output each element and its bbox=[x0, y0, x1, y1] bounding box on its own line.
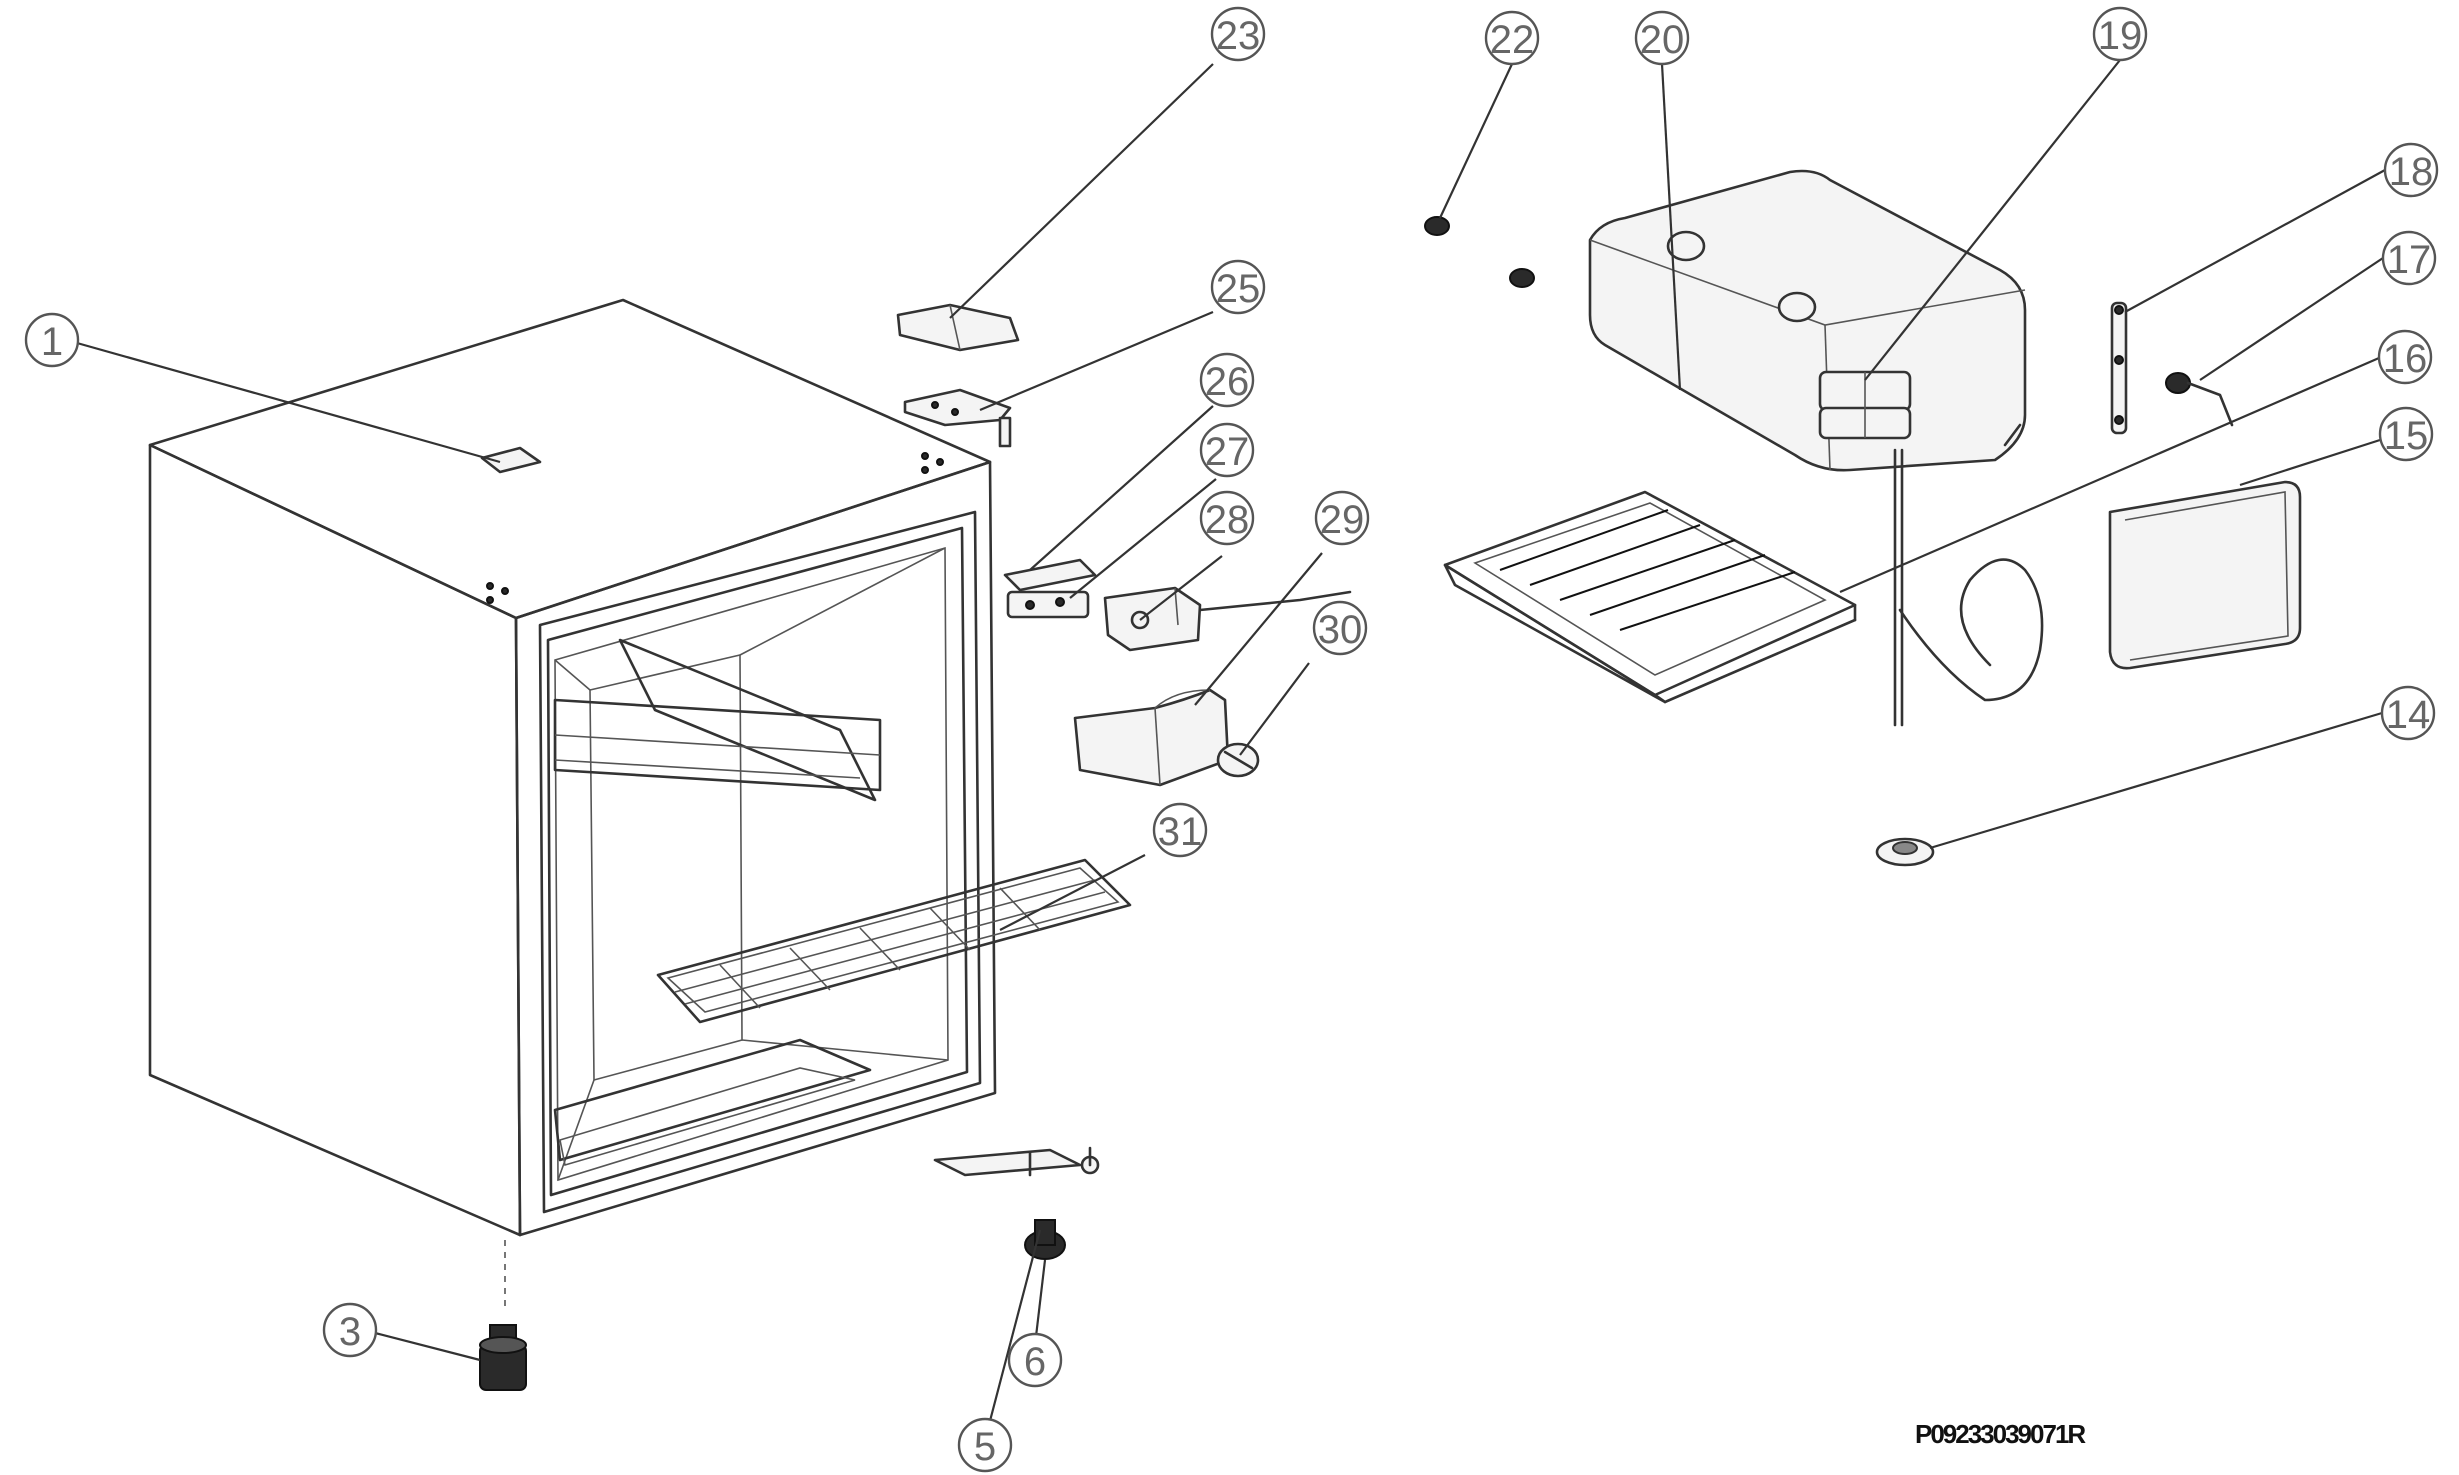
callout-30: 30 bbox=[1312, 600, 1368, 656]
callout-15: 15 bbox=[2378, 406, 2434, 462]
wire-shelf bbox=[656, 858, 1132, 1024]
thermostat-knob bbox=[1216, 742, 1260, 778]
callout-label: 19 bbox=[2098, 14, 2143, 58]
callout-3: 3 bbox=[322, 1302, 378, 1358]
hinge-foot bbox=[1024, 1219, 1066, 1260]
callout-27: 27 bbox=[1199, 422, 1255, 478]
callout-label: 17 bbox=[2387, 238, 2432, 282]
callout-label: 1 bbox=[41, 320, 63, 364]
callout-label: 14 bbox=[2386, 693, 2431, 737]
callout-1: 1 bbox=[24, 312, 80, 368]
callout-6: 6 bbox=[1007, 1332, 1063, 1388]
callout-label: 15 bbox=[2384, 414, 2429, 458]
top-hinge-cover bbox=[896, 303, 1020, 352]
callout-label: 5 bbox=[974, 1425, 996, 1469]
callout-label: 18 bbox=[2389, 150, 2434, 194]
callout-label: 16 bbox=[2383, 337, 2428, 381]
callout-17: 17 bbox=[2381, 230, 2437, 286]
callout-label: 26 bbox=[1205, 360, 1250, 404]
callout-5: 5 bbox=[957, 1417, 1013, 1473]
callout-label: 31 bbox=[1158, 810, 1203, 854]
lamp-holder bbox=[2110, 301, 2128, 435]
callout-16: 16 bbox=[2377, 329, 2433, 385]
top-hinge bbox=[903, 388, 1012, 448]
callout-31: 31 bbox=[1152, 802, 1208, 858]
callout-label: 28 bbox=[1205, 498, 1250, 542]
leader-lines bbox=[76, 59, 2386, 1441]
callout-label: 23 bbox=[1216, 14, 1261, 58]
callout-label: 27 bbox=[1205, 430, 1250, 474]
rubber-plugs bbox=[1424, 216, 1535, 288]
screw bbox=[2003, 423, 2022, 447]
lamp-cover bbox=[2108, 480, 2302, 670]
callout-label: 29 bbox=[1320, 498, 1365, 542]
bottom-hinge bbox=[933, 1146, 1100, 1177]
cabinet bbox=[148, 298, 997, 1310]
callout-18: 18 bbox=[2383, 142, 2439, 198]
callout-label: 30 bbox=[1318, 608, 1363, 652]
callout-28: 28 bbox=[1199, 490, 1255, 546]
leveling-foot bbox=[479, 1324, 527, 1391]
callout-25: 25 bbox=[1210, 259, 1266, 315]
callout-29: 29 bbox=[1314, 490, 1370, 546]
light-switch bbox=[1003, 558, 1097, 619]
drawing-code: P09233039071R bbox=[1915, 1419, 2086, 1449]
callout-14: 14 bbox=[2380, 685, 2436, 741]
callout-22: 22 bbox=[1484, 10, 1540, 66]
drip-tray bbox=[1443, 490, 1857, 704]
thermostat-box bbox=[1073, 688, 1230, 787]
evaporator-tube bbox=[1893, 448, 2044, 727]
callout-label: 22 bbox=[1490, 18, 1535, 62]
callout-20: 20 bbox=[1634, 10, 1690, 66]
callout-label: 3 bbox=[339, 1310, 361, 1354]
freezer-compartment bbox=[1588, 169, 2027, 472]
callout-23: 23 bbox=[1210, 6, 1266, 62]
lamp bbox=[2165, 372, 2234, 427]
callout-label: 20 bbox=[1640, 18, 1685, 62]
foot-pad bbox=[1875, 837, 1935, 867]
callout-26: 26 bbox=[1199, 352, 1255, 408]
callout-label: 25 bbox=[1216, 267, 1261, 311]
callout-19: 19 bbox=[2092, 6, 2148, 62]
callout-label: 6 bbox=[1024, 1340, 1046, 1384]
